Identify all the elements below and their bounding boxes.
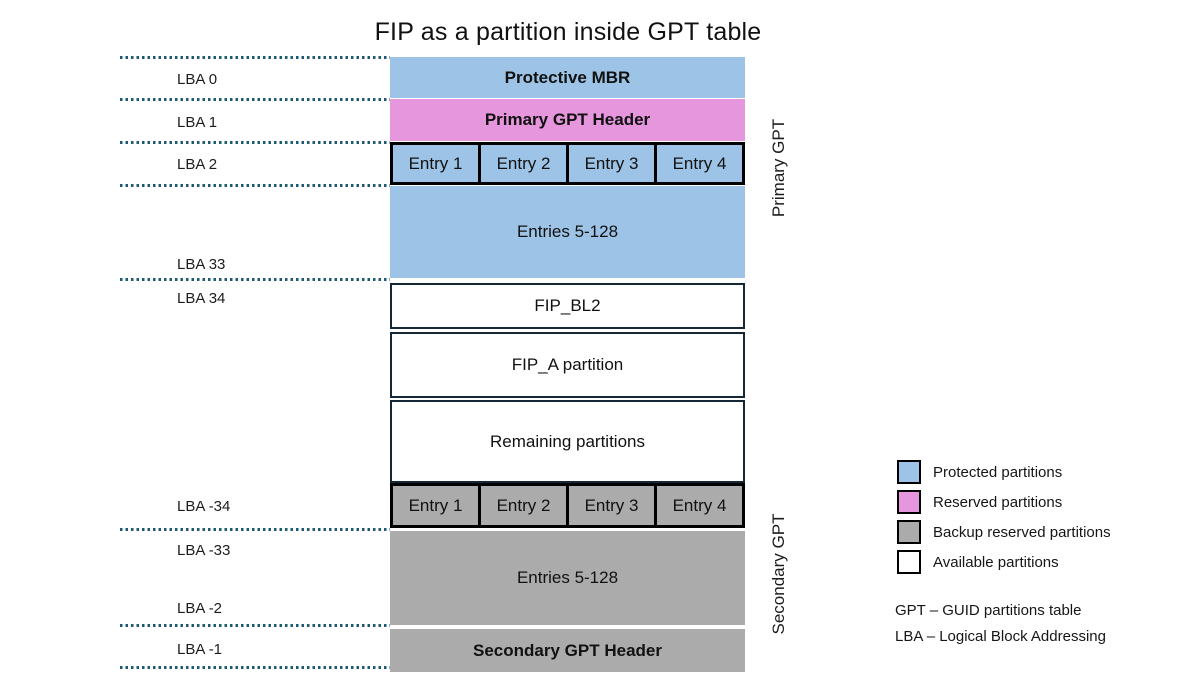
secondary-entry-4: Entry 4 xyxy=(654,486,742,525)
block-fip-a-partition: FIP_A partition xyxy=(390,332,745,398)
lba-boundary-line xyxy=(120,56,390,59)
primary-gpt-side-label: Primary GPT xyxy=(769,118,788,218)
lba-boundary-line xyxy=(120,98,390,101)
lba-label-minus-34: LBA -34 xyxy=(177,498,231,515)
lba-label-minus-2: LBA -2 xyxy=(177,600,223,617)
block-protective-mbr: Protective MBR xyxy=(390,57,745,98)
legend-item-backup-reserved: Backup reserved partitions xyxy=(897,520,1111,544)
block-primary-entries-5-128: Entries 5-128 xyxy=(390,186,745,278)
legend-label: Protected partitions xyxy=(933,463,1063,481)
legend-item-reserved: Reserved partitions xyxy=(897,490,1111,514)
lba-boundary-line xyxy=(120,624,390,627)
note-gpt-abbreviation: GPT – GUID partitions table xyxy=(895,602,1082,619)
primary-entry-4: Entry 4 xyxy=(654,145,742,182)
secondary-entry-2: Entry 2 xyxy=(478,486,566,525)
block-fip-bl2: FIP_BL2 xyxy=(390,283,745,329)
block-remaining-partitions: Remaining partitions xyxy=(390,400,745,483)
protected-color-swatch xyxy=(897,460,921,484)
lba-boundary-line xyxy=(120,141,390,144)
block-secondary-gpt-header: Secondary GPT Header xyxy=(390,629,745,672)
lba-label-minus-33: LBA -33 xyxy=(177,542,231,559)
reserved-color-swatch xyxy=(897,490,921,514)
block-primary-gpt-header: Primary GPT Header xyxy=(390,99,745,141)
legend-item-available: Available partitions xyxy=(897,550,1111,574)
lba-label-minus-1: LBA -1 xyxy=(177,641,223,658)
secondary-entry-1: Entry 1 xyxy=(408,495,463,515)
lba-boundary-line xyxy=(120,184,390,187)
secondary-gpt-side-label: Secondary GPT xyxy=(769,513,788,635)
primary-entry-1: Entry 1 xyxy=(408,153,463,173)
lba-label-34: LBA 34 xyxy=(177,290,226,307)
lba-boundary-line xyxy=(120,528,390,531)
block-secondary-entries-5-128: Entries 5-128 xyxy=(390,531,745,625)
secondary-entry-3: Entry 3 xyxy=(566,486,654,525)
lba-boundary-line xyxy=(120,278,390,281)
primary-entry-row: Entry 1 Entry 2 Entry 3 Entry 4 xyxy=(390,142,745,185)
legend-label: Available partitions xyxy=(933,553,1059,571)
lba-label-33: LBA 33 xyxy=(177,256,226,273)
legend: Protected partitions Reserved partitions… xyxy=(897,460,1111,574)
lba-label-0: LBA 0 xyxy=(177,71,218,88)
legend-item-protected: Protected partitions xyxy=(897,460,1111,484)
available-color-swatch xyxy=(897,550,921,574)
lba-label-2: LBA 2 xyxy=(177,156,218,173)
primary-entry-3: Entry 3 xyxy=(566,145,654,182)
legend-label: Reserved partitions xyxy=(933,493,1063,511)
secondary-entry-row: Entry 1 Entry 2 Entry 3 Entry 4 xyxy=(390,483,745,528)
lba-boundary-line xyxy=(120,666,390,669)
legend-label: Backup reserved partitions xyxy=(933,523,1111,541)
lba-label-1: LBA 1 xyxy=(177,114,218,131)
page-title: FIP as a partition inside GPT table xyxy=(374,18,762,46)
primary-entry-2: Entry 2 xyxy=(478,145,566,182)
backup-reserved-color-swatch xyxy=(897,520,921,544)
note-lba-abbreviation: LBA – Logical Block Addressing xyxy=(895,628,1106,645)
